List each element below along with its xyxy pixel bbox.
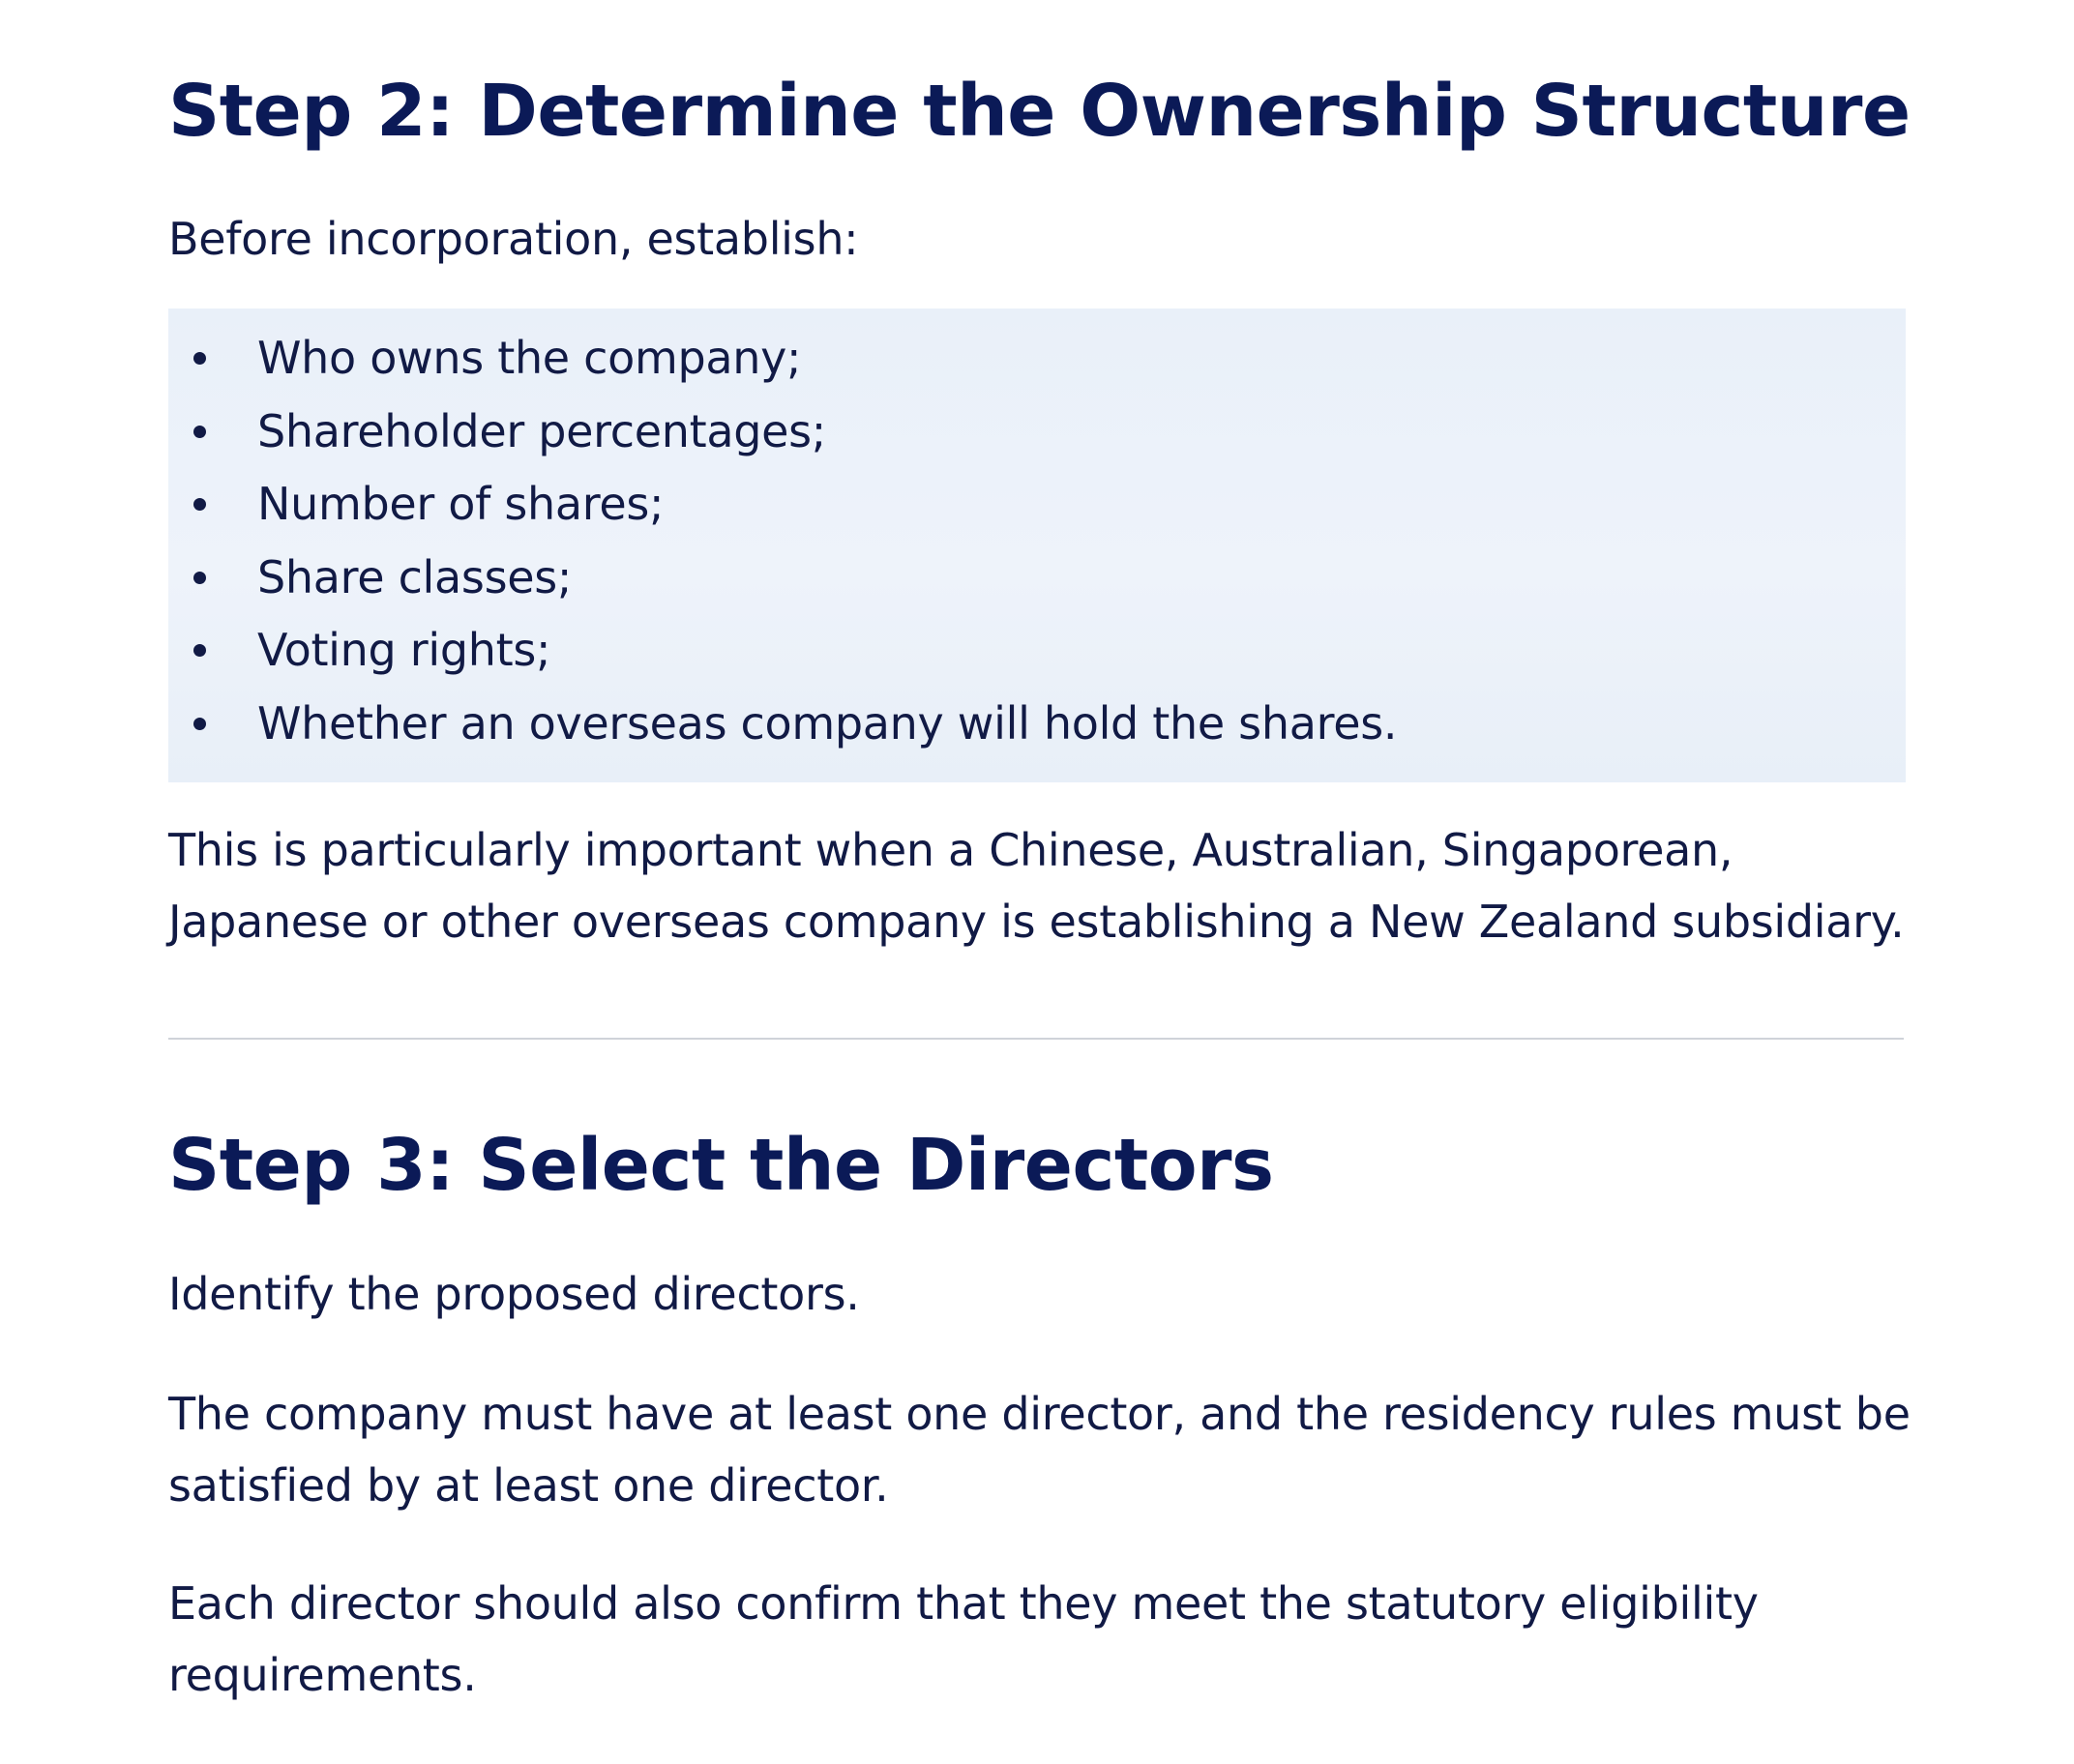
step-3-para-2-line-2: requirements. bbox=[168, 1649, 477, 1701]
checklist-item-label: Whether an overseas company will hold th… bbox=[257, 696, 1398, 750]
checklist-item: Share classes; bbox=[168, 542, 1906, 615]
checklist-item-label: Who owns the company; bbox=[257, 332, 802, 384]
checklist-item: Whether an overseas company will hold th… bbox=[168, 688, 1906, 761]
step-3-para-1-line-1: The company must have at least one direc… bbox=[168, 1388, 1911, 1440]
checklist-item-label: Share classes; bbox=[257, 550, 573, 603]
step-3-para-2-line-1: Each director should also confirm that t… bbox=[168, 1577, 1759, 1630]
bullet-icon bbox=[193, 571, 206, 584]
checklist-item: Shareholder percentages; bbox=[168, 396, 1906, 469]
step-3-para-1-line-2: satisfied by at least one director. bbox=[168, 1459, 889, 1512]
bullet-icon bbox=[193, 352, 206, 365]
step-2-intro: Before incorporation, establish: bbox=[168, 213, 859, 265]
ownership-checklist-list: Who owns the company; Shareholder percen… bbox=[168, 322, 1906, 760]
step-3-intro: Identify the proposed directors. bbox=[168, 1268, 860, 1320]
checklist-item: Who owns the company; bbox=[168, 322, 1906, 396]
ownership-checklist-items: Who owns the company; Shareholder percen… bbox=[168, 322, 1906, 760]
checklist-item-label: Voting rights; bbox=[257, 624, 551, 676]
step-3-heading: Step 3: Select the Directors bbox=[168, 1124, 1274, 1207]
step-2-note-line-1: This is particularly important when a Ch… bbox=[168, 824, 1733, 876]
checklist-item: Voting rights; bbox=[168, 614, 1906, 688]
bullet-icon bbox=[193, 717, 206, 730]
checklist-item-label: Shareholder percentages; bbox=[257, 404, 826, 457]
checklist-item-label: Number of shares; bbox=[257, 478, 665, 530]
ownership-checklist-callout: Who owns the company; bbox=[168, 309, 1906, 782]
bullet-icon bbox=[193, 498, 206, 511]
step-2-note-line-2: Japanese or other overseas company is es… bbox=[168, 896, 1905, 948]
checklist-item: Number of shares; bbox=[168, 468, 1906, 542]
section-divider bbox=[168, 1038, 1904, 1040]
step-2-heading: Step 2: Determine the Ownership Structur… bbox=[168, 70, 1911, 153]
bullet-icon bbox=[193, 644, 206, 657]
bullet-icon bbox=[193, 425, 206, 438]
